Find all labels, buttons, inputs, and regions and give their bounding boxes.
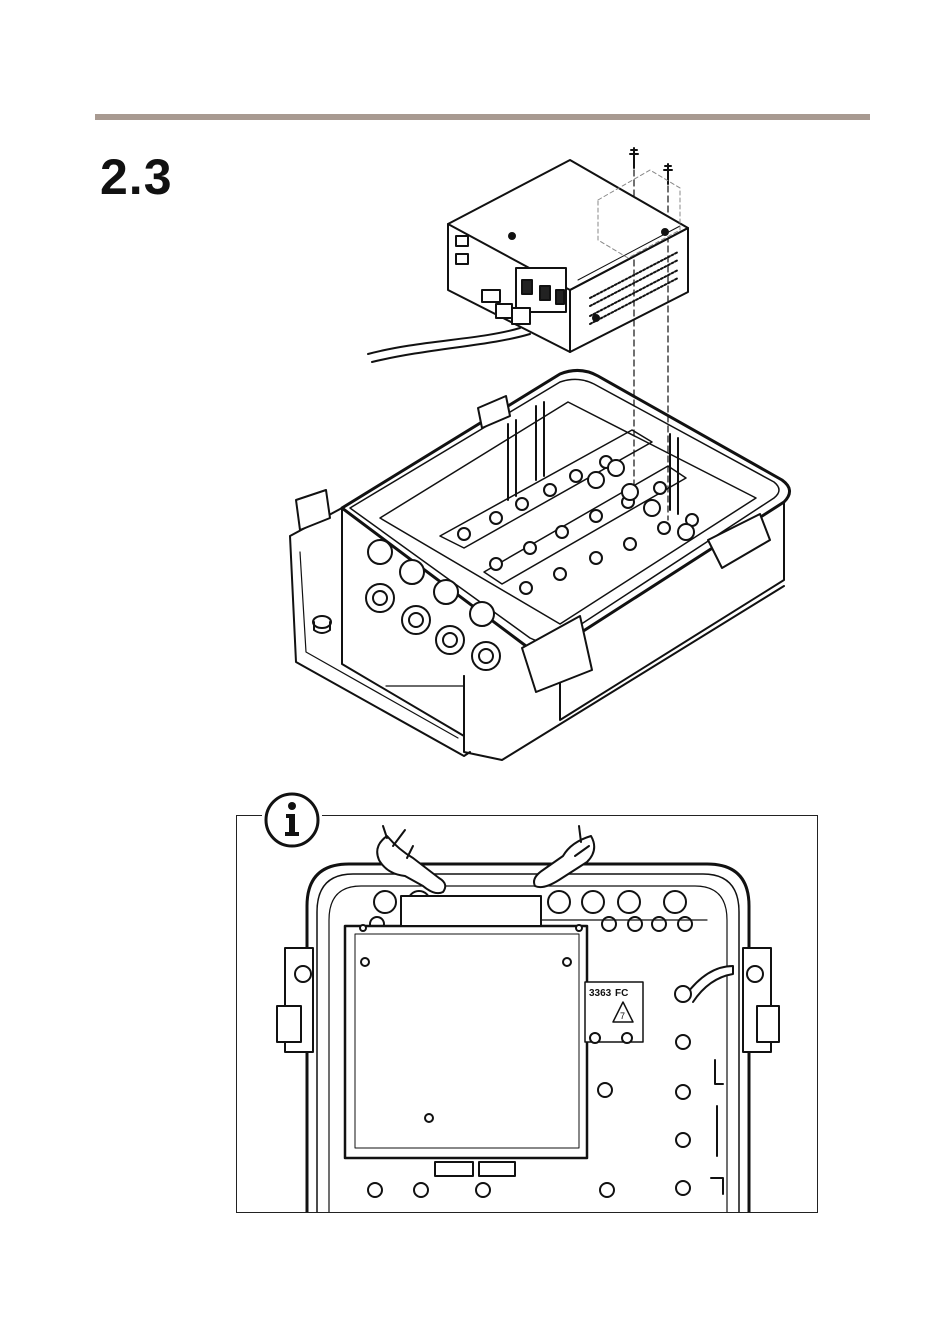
left-hand: [377, 826, 445, 893]
svg-text:FC: FC: [615, 988, 628, 999]
product-label: 3363 FC 7: [585, 982, 643, 1043]
power-unit-box: [448, 160, 688, 352]
screw-icon: [630, 148, 672, 184]
header-rule: [95, 114, 870, 120]
svg-text:3363: 3363: [589, 988, 612, 999]
step-number: 2.3: [100, 148, 173, 206]
info-icon: [262, 790, 322, 850]
mounting-illustration: [260, 140, 820, 770]
enclosure: [290, 370, 790, 760]
note-box: 3363 FC 7: [236, 815, 818, 1213]
right-hand: [534, 826, 594, 887]
svg-text:7: 7: [620, 1011, 625, 1021]
